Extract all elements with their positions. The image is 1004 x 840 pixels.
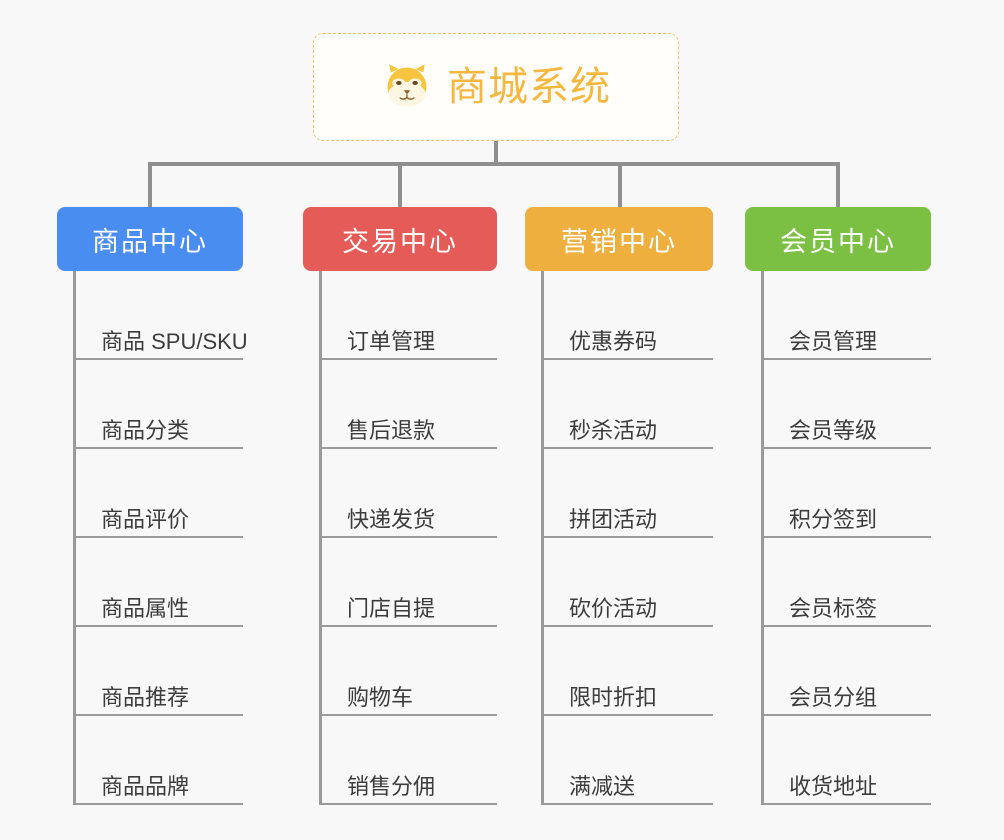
root-node[interactable]: 商城系统 — [313, 33, 679, 141]
connector-drop-marketing-center — [618, 162, 622, 208]
leaf-item[interactable]: 商品品牌 — [73, 716, 243, 805]
leaf-item-label: 优惠券码 — [569, 328, 658, 354]
leaf-item-label: 收货地址 — [789, 773, 878, 799]
leaf-spine — [319, 271, 322, 805]
column-trade-center: 交易中心 订单管理 售后退款 快递发货 门店自提 购物车 销售分佣 — [303, 207, 497, 805]
leaf-item-label: 砍价活动 — [569, 595, 658, 621]
connector-root-stem — [494, 141, 498, 165]
leaf-item[interactable]: 收货地址 — [761, 716, 931, 805]
leaf-item[interactable]: 秒杀活动 — [541, 360, 713, 449]
leaf-spine — [541, 271, 544, 805]
leaf-item-label: 会员管理 — [789, 328, 878, 354]
category-header-label: 营销中心 — [561, 226, 677, 257]
column-marketing-center: 营销中心 优惠券码 秒杀活动 拼团活动 砍价活动 限时折扣 满减送 — [525, 207, 713, 805]
leaf-item-label: 满减送 — [569, 773, 636, 799]
connector-drop-member-center — [836, 162, 840, 208]
leaf-item[interactable]: 会员等级 — [761, 360, 931, 449]
leaf-item[interactable]: 订单管理 — [319, 271, 497, 360]
leaf-item-label: 商品分类 — [101, 417, 190, 443]
column-member-center: 会员中心 会员管理 会员等级 积分签到 会员标签 会员分组 收货地址 — [745, 207, 931, 805]
leaf-item[interactable]: 商品分类 — [73, 360, 243, 449]
leaf-item[interactable]: 积分签到 — [761, 449, 931, 538]
leaf-item-label: 积分签到 — [789, 506, 878, 532]
leaf-item-label: 会员等级 — [789, 417, 878, 443]
leaf-item-label: 商品属性 — [101, 595, 190, 621]
leaf-item[interactable]: 商品推荐 — [73, 627, 243, 716]
root-title: 商城系统 — [447, 65, 611, 109]
leaf-item[interactable]: 拼团活动 — [541, 449, 713, 538]
leaf-item-label: 商品品牌 — [101, 773, 190, 799]
leaf-item-label: 商品推荐 — [101, 684, 190, 710]
leaf-item-label: 销售分佣 — [347, 773, 436, 799]
category-header-label: 会员中心 — [780, 226, 896, 257]
leaf-list-product-center: 商品 SPU/SKU 商品分类 商品评价 商品属性 商品推荐 商品品牌 — [57, 271, 248, 805]
category-header-marketing-center[interactable]: 营销中心 — [525, 207, 713, 271]
leaf-item[interactable]: 满减送 — [541, 716, 713, 805]
connector-drop-trade-center — [398, 162, 402, 208]
category-header-label: 交易中心 — [342, 226, 458, 257]
column-product-center: 商品中心 商品 SPU/SKU 商品分类 商品评价 商品属性 商品推荐 商品品牌 — [57, 207, 248, 805]
connector-horizontal-bus — [148, 162, 838, 166]
leaf-item-label: 购物车 — [347, 684, 414, 710]
leaf-item-label: 秒杀活动 — [569, 417, 658, 443]
leaf-item[interactable]: 快递发货 — [319, 449, 497, 538]
leaf-item[interactable]: 会员标签 — [761, 538, 931, 627]
leaf-item[interactable]: 商品属性 — [73, 538, 243, 627]
leaf-item-label: 拼团活动 — [569, 506, 658, 532]
leaf-item[interactable]: 限时折扣 — [541, 627, 713, 716]
dog-face-icon — [381, 61, 433, 113]
category-header-trade-center[interactable]: 交易中心 — [303, 207, 497, 271]
leaf-item[interactable]: 商品 SPU/SKU — [73, 271, 248, 360]
connector-drop-product-center — [148, 162, 152, 208]
leaf-item[interactable]: 优惠券码 — [541, 271, 713, 360]
leaf-item-label: 会员标签 — [789, 595, 878, 621]
leaf-item-label: 商品 SPU/SKU — [101, 328, 248, 354]
leaf-list-trade-center: 订单管理 售后退款 快递发货 门店自提 购物车 销售分佣 — [303, 271, 497, 805]
leaf-list-marketing-center: 优惠券码 秒杀活动 拼团活动 砍价活动 限时折扣 满减送 — [525, 271, 713, 805]
category-header-label: 商品中心 — [92, 226, 208, 257]
leaf-item[interactable]: 会员分组 — [761, 627, 931, 716]
leaf-item[interactable]: 商品评价 — [73, 449, 243, 538]
leaf-item-label: 商品评价 — [101, 506, 190, 532]
leaf-item-label: 限时折扣 — [569, 684, 658, 710]
leaf-item[interactable]: 售后退款 — [319, 360, 497, 449]
leaf-item-label: 订单管理 — [347, 328, 436, 354]
leaf-item[interactable]: 销售分佣 — [319, 716, 497, 805]
category-header-product-center[interactable]: 商品中心 — [57, 207, 243, 271]
leaf-item[interactable]: 会员管理 — [761, 271, 931, 360]
leaf-spine — [73, 271, 76, 805]
leaf-list-member-center: 会员管理 会员等级 积分签到 会员标签 会员分组 收货地址 — [745, 271, 931, 805]
leaf-item-label: 售后退款 — [347, 417, 436, 443]
leaf-spine — [761, 271, 764, 805]
leaf-item[interactable]: 购物车 — [319, 627, 497, 716]
leaf-item[interactable]: 门店自提 — [319, 538, 497, 627]
leaf-item[interactable]: 砍价活动 — [541, 538, 713, 627]
leaf-item-label: 门店自提 — [347, 595, 436, 621]
leaf-item-label: 会员分组 — [789, 684, 878, 710]
category-header-member-center[interactable]: 会员中心 — [745, 207, 931, 271]
leaf-item-label: 快递发货 — [347, 506, 436, 532]
